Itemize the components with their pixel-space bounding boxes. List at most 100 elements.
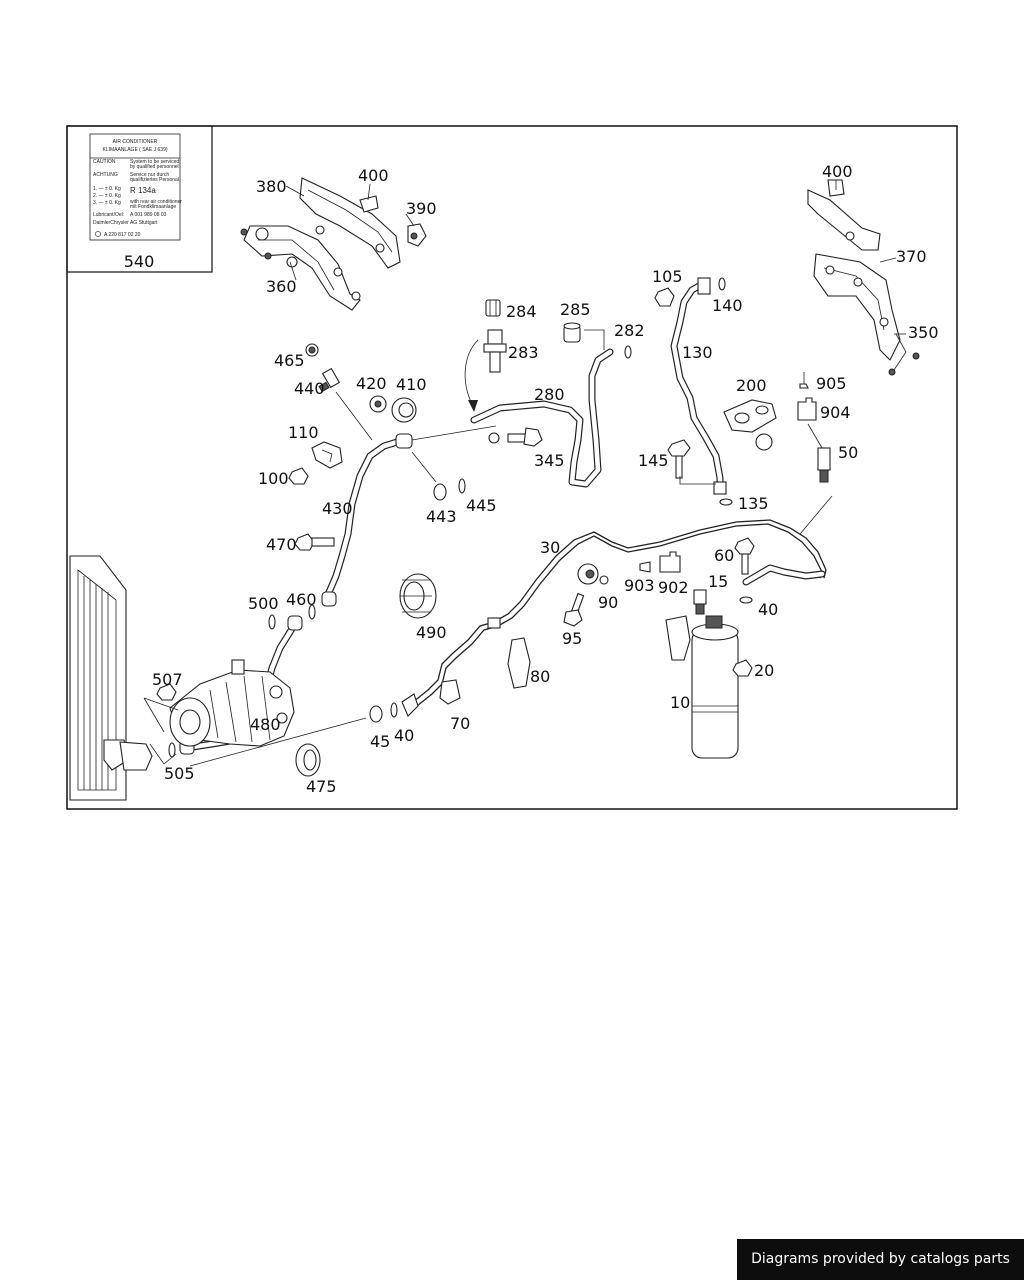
callout-50: 50 — [838, 443, 858, 462]
callout-500: 500 — [248, 594, 279, 613]
callout-40: 40 — [394, 726, 414, 745]
pipe-130 — [670, 277, 727, 495]
o-ring-140 — [718, 277, 726, 291]
connector-903 — [639, 561, 651, 573]
pipe-60-end — [742, 564, 826, 586]
callout-284: 284 — [506, 302, 537, 321]
callout-902: 902 — [658, 578, 689, 597]
callout-505: 505 — [164, 764, 195, 783]
label-card-caution-text-1: System to be serviced — [130, 159, 179, 165]
bracket-assembly-left — [240, 177, 427, 311]
callout-490: 490 — [416, 623, 447, 642]
callout-400: 400 — [822, 162, 853, 181]
cap-285 — [563, 322, 581, 343]
callout-60: 60 — [714, 546, 734, 565]
receiver-drier-10 — [665, 615, 739, 759]
connector-904 — [797, 397, 817, 421]
grommet-90 — [577, 563, 609, 585]
callout-410: 410 — [396, 375, 427, 394]
o-ring-505 — [168, 742, 176, 758]
valve-200 — [723, 399, 777, 451]
callout-10: 10 — [670, 693, 690, 712]
o-ring-500 — [268, 614, 276, 630]
callout-45: 45 — [370, 732, 390, 751]
compressor — [169, 659, 295, 747]
callout-130: 130 — [682, 343, 713, 362]
connector-902 — [659, 551, 681, 573]
callout-400: 400 — [358, 166, 389, 185]
label-card-lubricant-value: A 001 989 08 03 — [130, 212, 167, 218]
callout-443: 443 — [426, 507, 457, 526]
callout-70: 70 — [450, 714, 470, 733]
bracket-70 — [439, 679, 461, 705]
nut-507 — [156, 683, 177, 701]
callout-110: 110 — [288, 423, 319, 442]
o-ring-282 — [624, 345, 632, 359]
bolt-95 — [563, 592, 585, 627]
nut-100 — [288, 467, 309, 485]
callout-480: 480 — [250, 715, 281, 734]
callout-30: 30 — [540, 538, 560, 557]
seal-45 — [369, 705, 383, 723]
callout-135: 135 — [738, 494, 769, 513]
label-card-achtung-text-2: qualifiziertes Personal — [130, 177, 179, 183]
label-card-title-1: AIR CONDITIONER — [113, 139, 158, 145]
hose-430 — [321, 433, 413, 607]
callout-15: 15 — [708, 572, 728, 591]
callout-904: 904 — [820, 403, 851, 422]
callout-360: 360 — [266, 277, 297, 296]
label-card-caution-text-2: by qualified personnel — [130, 164, 179, 170]
callout-95: 95 — [562, 629, 582, 648]
watermark-banner: Diagrams provided by catalogs parts — [737, 1239, 1024, 1280]
label-card-fill-1: 1. — ± 0. Kg — [93, 186, 121, 192]
cap-284 — [485, 299, 501, 317]
label-card-rear-ac-2: mit Fondklimaanlage — [130, 204, 176, 210]
label-card-part-no: A 220 817 02 20 — [104, 232, 141, 238]
callout-282: 282 — [614, 321, 645, 340]
callout-903: 903 — [624, 576, 655, 595]
bolt-60 — [734, 537, 755, 575]
bolt-145 — [667, 439, 691, 479]
callout-460: 460 — [286, 590, 317, 609]
label-card-fill-3: 3. — ± 0. Kg — [93, 200, 121, 206]
valve-440 — [318, 367, 341, 393]
callout-90: 90 — [598, 593, 618, 612]
star-logo-icon — [95, 231, 101, 237]
damper-490 — [399, 573, 437, 619]
callout-100: 100 — [258, 469, 289, 488]
callout-380: 380 — [256, 177, 287, 196]
nut-105 — [654, 287, 675, 307]
o-ring-445 — [458, 478, 466, 494]
callout-145: 145 — [638, 451, 669, 470]
callout-140: 140 — [712, 296, 743, 315]
diagram-frame — [66, 125, 958, 810]
callout-20: 20 — [754, 661, 774, 680]
callout-540: 540 — [124, 252, 155, 271]
callout-283: 283 — [508, 343, 539, 362]
callout-40: 40 — [758, 600, 778, 619]
o-ring-40-left — [390, 702, 398, 718]
callout-420: 420 — [356, 374, 387, 393]
grommet-420 — [369, 395, 387, 413]
callout-430: 430 — [322, 499, 353, 518]
callout-200: 200 — [736, 376, 767, 395]
condenser — [69, 555, 153, 801]
o-ring-135 — [719, 498, 733, 506]
callout-475: 475 — [306, 777, 337, 796]
pipe-30 — [407, 519, 827, 711]
clamp-110 — [311, 441, 343, 469]
callout-350: 350 — [908, 323, 939, 342]
bolt-345 — [507, 427, 543, 447]
callout-370: 370 — [896, 247, 927, 266]
label-card-refrigerant: R 134a — [130, 186, 156, 195]
label-card-achtung-text-1: Service nur durch — [130, 172, 169, 178]
callout-285: 285 — [560, 300, 591, 319]
valve-core-283 — [483, 329, 507, 373]
callout-465: 465 — [274, 351, 305, 370]
label-card-maker: DaimlerChrysler AG Stuttgart — [93, 220, 158, 226]
label-card-title-2: KLIMAANLAGE ( SAE J 639) — [102, 147, 167, 153]
hose-280 — [470, 348, 614, 488]
pressure-switch-50 — [817, 447, 831, 483]
o-ring-40-right — [739, 596, 753, 604]
